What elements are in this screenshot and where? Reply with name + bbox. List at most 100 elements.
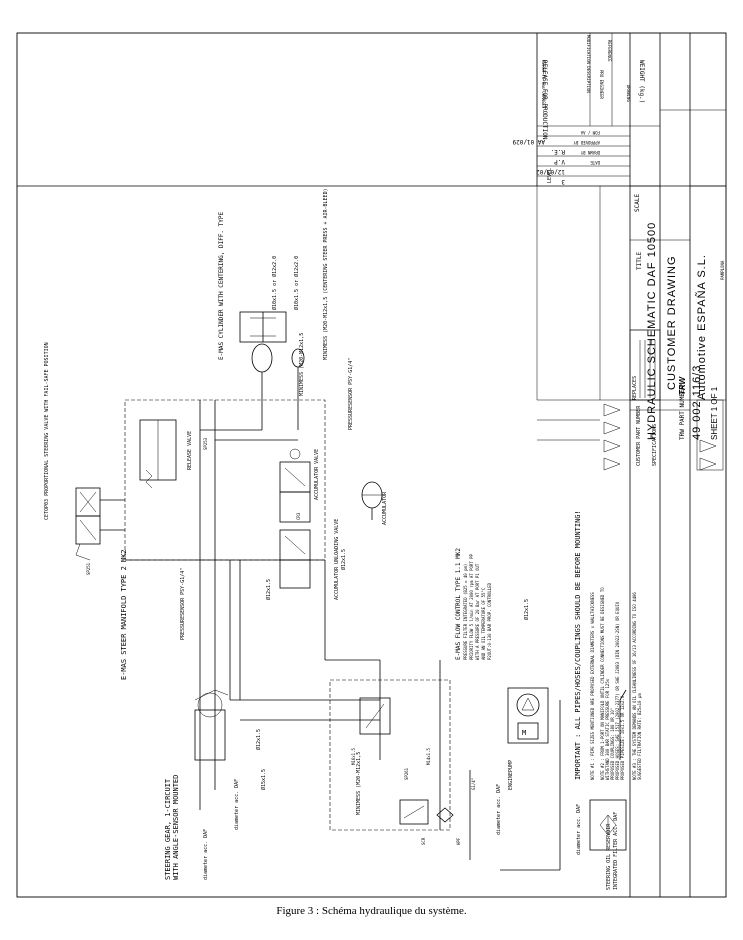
- reservoir-label-1: STEERING OIL RESERVOIR: [606, 823, 612, 890]
- note-3a: NOTE #3 : THE SYSTEM DEMANDS AN OIL CLEA…: [632, 592, 637, 780]
- pipe-label-12c: Ø12x1.5: [523, 599, 530, 620]
- steering-gear: [194, 689, 229, 761]
- figure-caption: Figure 3 : Schéma hydraulique du système…: [276, 905, 467, 917]
- note-2c: PROPOSED COUPLINGS: 180 OR 10°: [610, 708, 615, 780]
- weight-label: WEIGHT (kg.): [638, 60, 645, 103]
- engine-pump-label: ENGINEPUMP: [508, 760, 514, 790]
- acc-daf-3: diameter acc. DAF: [496, 784, 502, 835]
- title-label: TITLE: [636, 252, 643, 270]
- steering-gear-label-1: STEERING GEAR, 1-CIRCUIT: [164, 778, 172, 880]
- pressure-sensor-1: PRESSURESENSOR PSY-G1/4": [348, 358, 354, 430]
- revision-level-col: LEVEL: [547, 168, 553, 183]
- rev-date: 12/03/02: [536, 168, 565, 175]
- sp261-code: SP261: [404, 767, 409, 780]
- cylinder-pipe-1: Ø10x1.5 or Ø12x2.0: [271, 256, 278, 310]
- rev-level: 3: [561, 178, 565, 185]
- proportional-valve: [75, 487, 125, 561]
- minimess-centering: MINIMESS (M20-M12x1,5 (CENTERING STEER P…: [323, 188, 329, 360]
- release-valve: [139, 419, 177, 489]
- note-1: NOTE #1 : PIPE SIZES MENTIONED ARE PROPO…: [590, 592, 595, 780]
- approved-label: APPROVED BY: [573, 140, 600, 145]
- important-note: IMPORTANT : ALL PIPES/HOSES/COUPLINGS SH…: [574, 510, 582, 780]
- port-g14: G1/4": [471, 778, 476, 790]
- acc-daf-4: diameter acc. DAF: [576, 804, 582, 855]
- valve-label: CETOP03 PROPORTIONAL STEERING VALVE WITH…: [44, 342, 50, 520]
- accumulator-valve-label: ACCUMULATOR VALVE: [314, 449, 320, 500]
- rev-fom: AA 01/029: [512, 138, 545, 145]
- cylinder-pipe-2: Ø10x1.5 or Ø12x2.0: [293, 256, 300, 310]
- flow-note-1: PRESSURE FILTER INTEGRATED (B25 = 40 pm): [463, 564, 468, 660]
- drawn-label: DRAWN BY: [580, 150, 600, 155]
- accumulator-label: ACCUMULATOR: [382, 491, 388, 525]
- motor-symbol: M: [522, 729, 526, 737]
- date-label: DATE: [590, 160, 600, 165]
- sp251-code: SP251: [86, 562, 91, 575]
- steering-gear-label-2: WITH ANGLE-SENSOR MOUNTED: [172, 775, 180, 880]
- trw-logo: TRW: [678, 375, 687, 395]
- company-name: Automotive ESPAÑA S.L.: [695, 254, 708, 400]
- minimess-flow: MINIMESS (M20-M12x1,5: [356, 752, 362, 815]
- rev-drawn: V.P: [554, 158, 565, 165]
- note-2a: NOTE #2 : FROM 1-PORT ON MANIFOLD UNTIL …: [600, 587, 605, 780]
- release-note: REFER TO 3ms CHANGES: [541, 60, 546, 109]
- confidentiality-notice: [639, 340, 656, 398]
- title-block: [17, 33, 726, 897]
- port-m16: M16x1.5: [351, 748, 356, 765]
- pressure-sensor-2: PRESSURESENSOR PSY-G1/4": [180, 568, 186, 640]
- part-number-label: TRW PART NUMBER: [679, 385, 686, 440]
- customer-part-number: CUSTOMER PART NUMBER: [636, 405, 642, 466]
- drawing-title: HYDRAULIC SCHEMATIC DAF 10500: [646, 222, 658, 440]
- cylinder-label: E-MAS CYLINDER WITH CENTERING, DIFF. TYP…: [218, 212, 225, 360]
- note-2e: PROPOSED PIPESIZE: 10x1.5 OR 12x2.0: [620, 695, 625, 780]
- flow-note-2: PRIORITY FLOW 5 l/min AT 2000 rpm AT POR…: [469, 553, 474, 660]
- pro-engineer: PRO ENGINEER: [599, 70, 604, 99]
- part-number: 49 002 116/3: [691, 365, 703, 440]
- cr3-code: CR3: [296, 512, 301, 520]
- hpf-code: HPF: [456, 837, 461, 845]
- drawing-label: DRAWING: [626, 85, 631, 102]
- sp253-code: SP253: [203, 437, 208, 450]
- acc-daf-1: diameter acc. DAF: [203, 829, 209, 880]
- acc-daf-2: diameter acc. DAF: [234, 779, 240, 830]
- port-m14: M14x1.5: [426, 748, 431, 765]
- replaces-label: REPLACES: [632, 376, 638, 400]
- acc-unloading-label: ACCUMULATOR UNLOADING VALVE: [334, 519, 340, 600]
- pipe-label-12a: Ø12x1.5: [265, 579, 272, 600]
- level-label: LEVEL: [547, 168, 553, 183]
- modification-label: MODIFICATION DESCRIPTION: [586, 35, 591, 93]
- pipe-label-12d: Ø12x1.5: [255, 729, 262, 750]
- flow-note-4: AND AN OIL TEMPERATURE OF 55°C: [481, 587, 486, 660]
- reservoir-label-2: INTEGRATED FILTER ACC. DAF: [613, 812, 619, 890]
- accumulator-valve: [279, 448, 311, 523]
- release-valve-label: RELEASE VALVE: [187, 431, 193, 470]
- scale-label: SCALE: [634, 194, 641, 212]
- scr-code: SCR: [421, 837, 426, 845]
- accumulator: [361, 481, 383, 520]
- pipe-label-15: Ø15x1.5: [260, 769, 267, 790]
- city-label: PAMPLONA: [720, 260, 725, 280]
- specifications: SPECIFICATIONS: [652, 424, 658, 466]
- drawing-border: [16, 32, 727, 898]
- pipe-network: [199, 400, 561, 871]
- sheet-label: SHEET 1 OF 1: [710, 386, 719, 440]
- customer-drawing: CUSTOMER DRAWING: [666, 255, 678, 390]
- flow-note-3: WITH A PRESSURE OF 20 Bar AT PORT P1 OUT: [475, 563, 480, 660]
- flow-control-unit: [329, 679, 454, 831]
- emas-cylinder: [239, 311, 305, 405]
- fom-label: FOM / AA: [580, 130, 600, 135]
- oil-reservoir: [589, 689, 627, 851]
- note-2d: PROPOSED HOSES: SAE J517 (2002-2377) OR …: [615, 601, 620, 780]
- rev-approved: R.E.: [551, 148, 565, 155]
- release-text: RELEASE FOR PRODUCTION: [541, 60, 548, 140]
- minimess-2: MINIMESS (M20-M12x1,5: [299, 333, 305, 396]
- note-2b: WITHSTAND 300 BAR STATIC PRESSURE FOR 12…: [605, 678, 610, 780]
- reference-label: REFERENCE: [607, 40, 612, 62]
- flow-control-label: E-MAS FLOW CONTROL TYPE 1.1 MK2: [455, 548, 462, 660]
- accumulator-unloading-valve: [279, 529, 311, 589]
- manifold-label: E-MAS STEER MANIFOLD TYPE 2 MK2: [120, 549, 128, 680]
- engine-pump: [507, 687, 549, 744]
- pipe-label-12b: Ø12x1.5: [340, 549, 347, 570]
- flow-note-5: P2OUT:0-130 BAR PROP. CONTROLLED: [487, 582, 492, 660]
- note-3b: SUGGESTED FILTRATION RATE: B25=10 μm: [637, 693, 642, 780]
